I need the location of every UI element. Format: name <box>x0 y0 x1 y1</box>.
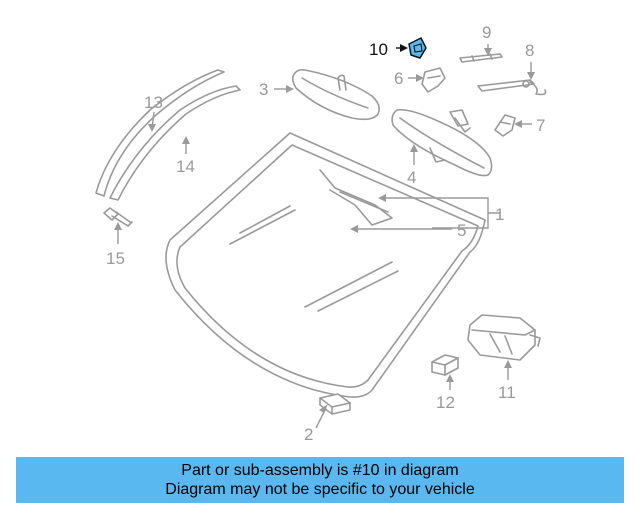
callout-3: 3 <box>259 80 268 99</box>
molding-13 <box>95 69 225 197</box>
callout-1: 1 <box>495 205 504 224</box>
rearview-mirror-small <box>291 69 380 121</box>
callout-12: 12 <box>436 393 455 412</box>
callout-2: 2 <box>304 425 313 444</box>
clip-2 <box>319 393 351 415</box>
callout-13: 13 <box>144 93 163 112</box>
pin-15 <box>103 207 133 227</box>
banner-line-disclaimer: Diagram may not be specific to your vehi… <box>165 481 475 498</box>
callout-4: 4 <box>407 168 416 187</box>
bracket-7 <box>494 114 516 137</box>
leader-lines <box>114 44 535 429</box>
callout-numbers: 1 2 3 4 5 6 7 8 9 10 11 12 13 14 15 <box>106 23 545 444</box>
callout-8: 8 <box>525 41 534 60</box>
molding-14 <box>109 85 241 201</box>
callout-11: 11 <box>498 383 516 402</box>
windshield <box>165 132 486 398</box>
clip-12 <box>431 354 459 376</box>
info-banner: Part or sub-assembly is #10 in diagram D… <box>16 457 624 503</box>
callout-6: 6 <box>394 69 403 88</box>
mirror-cover <box>421 67 446 93</box>
rearview-mirror-large <box>391 108 493 177</box>
callout-14: 14 <box>176 157 195 176</box>
wire-harness-8 <box>477 79 547 96</box>
sensor-module-11 <box>467 314 541 361</box>
cover-9 <box>459 53 503 63</box>
callout-10: 10 <box>369 40 388 59</box>
banner-line-part-number: Part or sub-assembly is #10 in diagram <box>181 462 459 479</box>
callout-9: 9 <box>482 23 491 42</box>
callout-7: 7 <box>536 116 545 135</box>
callout-5: 5 <box>457 221 466 240</box>
callout-15: 15 <box>106 249 125 268</box>
highlighted-part-10 <box>408 37 427 59</box>
